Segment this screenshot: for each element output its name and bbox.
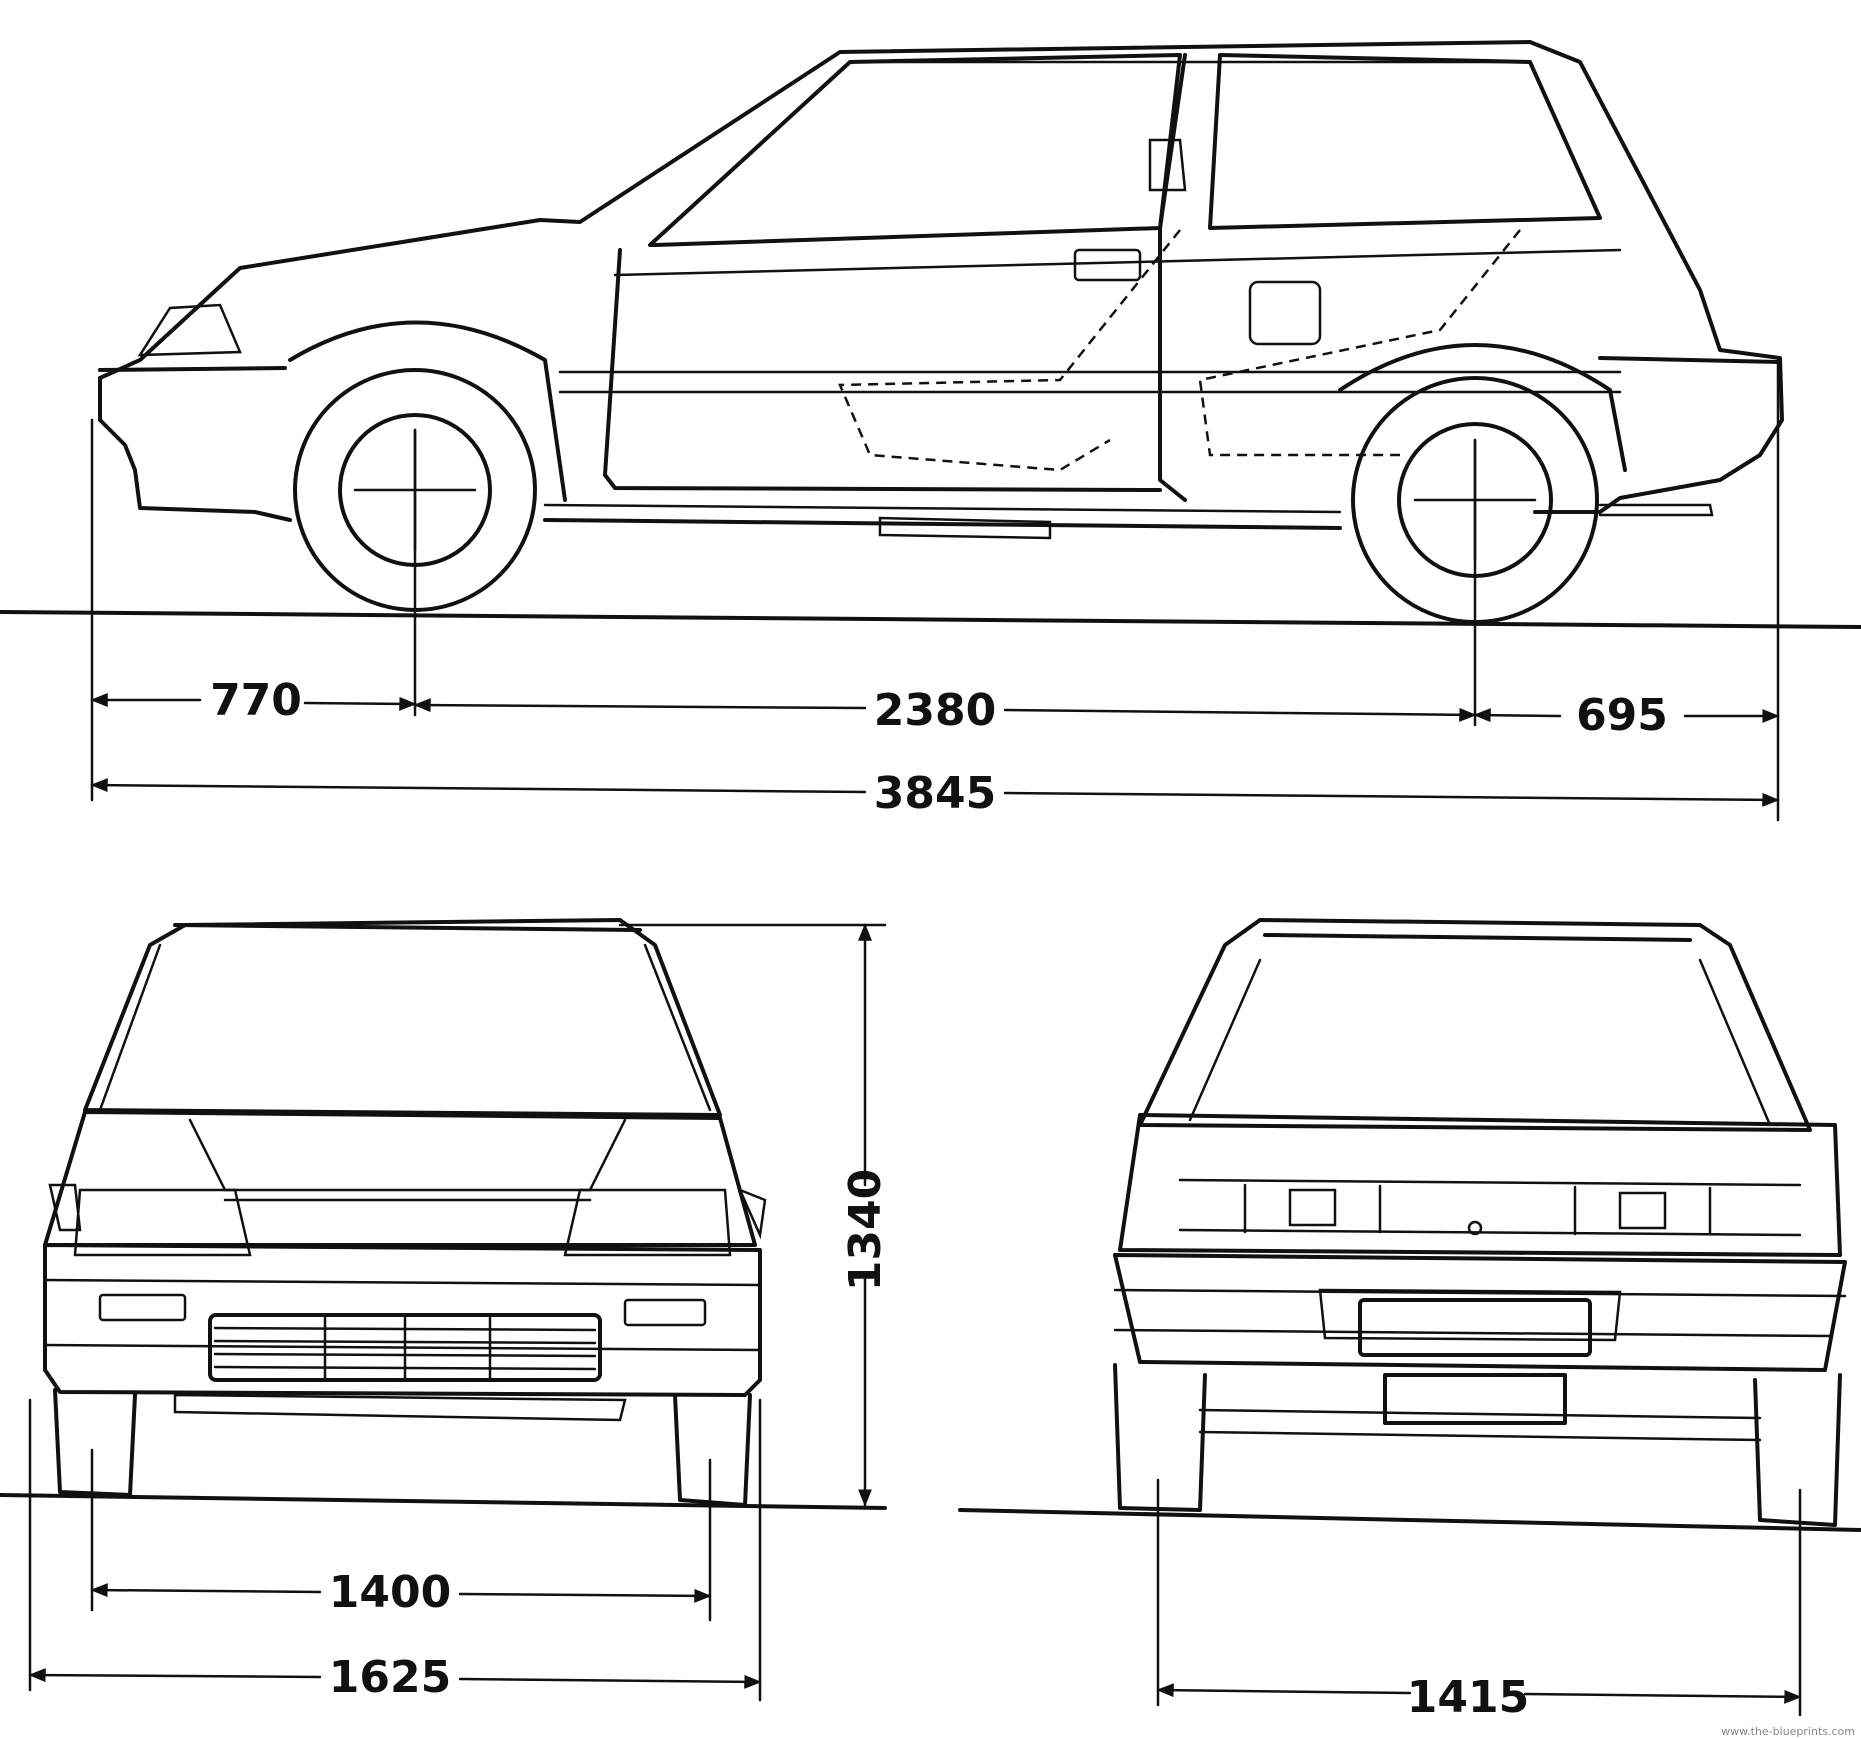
- watermark: www.the-blueprints.com: [1721, 1725, 1855, 1738]
- dim-front-overhang: 770: [210, 675, 302, 726]
- dim-front-track: 1400: [329, 1567, 451, 1618]
- dim-overall-width: 1625: [329, 1652, 451, 1703]
- dim-wheelbase: 2380: [874, 685, 996, 736]
- side-dimensions: 770 2380 695 3845: [90, 356, 1780, 822]
- rear-dimensions: 1415: [1156, 1478, 1802, 1723]
- dim-rear-overhang: 695: [1576, 690, 1668, 741]
- side-view: [0, 40, 1861, 629]
- rear-view: [958, 918, 1861, 1532]
- dim-height: 1340: [840, 1169, 891, 1291]
- dim-rear-track: 1415: [1407, 1672, 1529, 1723]
- front-view: [0, 918, 887, 1510]
- dim-overall-length: 3845: [874, 768, 996, 819]
- front-dimensions: 1340 1400 1625: [28, 923, 891, 1703]
